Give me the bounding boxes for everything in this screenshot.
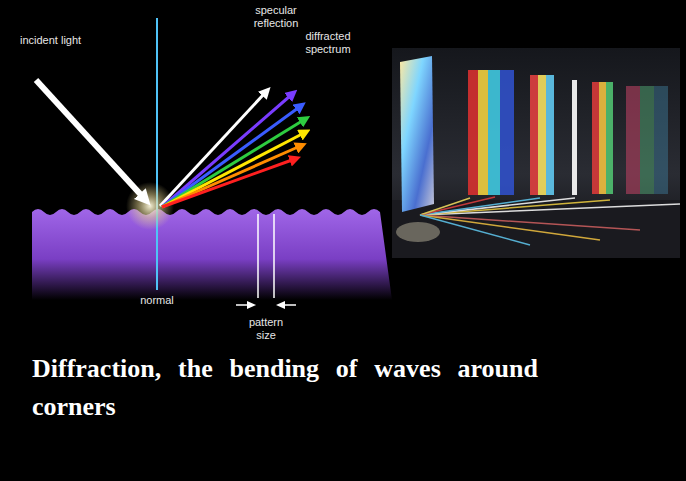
- dimension-arrowhead: [276, 301, 285, 309]
- diffraction-photo: [392, 48, 680, 258]
- spectrum-band: [468, 70, 478, 195]
- photo-background: [392, 48, 680, 258]
- dimension-line: [273, 214, 275, 298]
- normal-line: [156, 18, 158, 290]
- spectrum-band: [500, 70, 514, 195]
- spectrum-band: [478, 70, 488, 195]
- light-ray: [420, 198, 470, 215]
- spectrum-band: [626, 86, 640, 194]
- spectrum-rays: [162, 96, 302, 207]
- dimension-line: [257, 214, 259, 298]
- spectrum-band: [488, 70, 500, 195]
- orange-ray: [162, 147, 298, 207]
- floor-reflection: [396, 222, 440, 242]
- red-ray: [162, 160, 292, 207]
- caption-text: Diffraction, the bending of waves around…: [32, 350, 538, 426]
- photo-floor: [392, 200, 680, 258]
- spectrum-band: [572, 80, 577, 195]
- dimension-arrow: [284, 304, 296, 306]
- yellow-ray: [162, 134, 302, 207]
- incident-ray: [36, 80, 142, 196]
- wall-spectra: [468, 70, 668, 195]
- label-text: normal: [132, 294, 182, 307]
- light-ray: [420, 215, 640, 230]
- dimension-arrowhead: [247, 301, 256, 309]
- spectrum-band: [546, 75, 554, 195]
- label-text: pattern size: [240, 316, 292, 341]
- spectrum-band: [530, 75, 538, 195]
- spectrum-band: [599, 82, 606, 194]
- label-text: incident light: [20, 34, 81, 47]
- dimension-arrow: [236, 304, 248, 306]
- spectrum-band: [654, 86, 668, 194]
- light-ray: [420, 215, 600, 240]
- green-ray: [162, 121, 302, 207]
- blue-ray: [162, 108, 298, 207]
- light-ray: [420, 198, 540, 215]
- label-text: specular reflection: [240, 4, 312, 29]
- label-text: diffracted spectrum: [296, 30, 360, 55]
- light-ray: [420, 198, 575, 215]
- spectrum-band: [640, 86, 654, 194]
- spectrum-band: [606, 82, 613, 194]
- grating-plate: [400, 56, 434, 212]
- grating-surface: [32, 209, 392, 300]
- light-ray: [420, 197, 495, 215]
- spectrum-band: [592, 82, 599, 194]
- floor-rays: [420, 197, 680, 245]
- spectrum-band: [538, 75, 546, 195]
